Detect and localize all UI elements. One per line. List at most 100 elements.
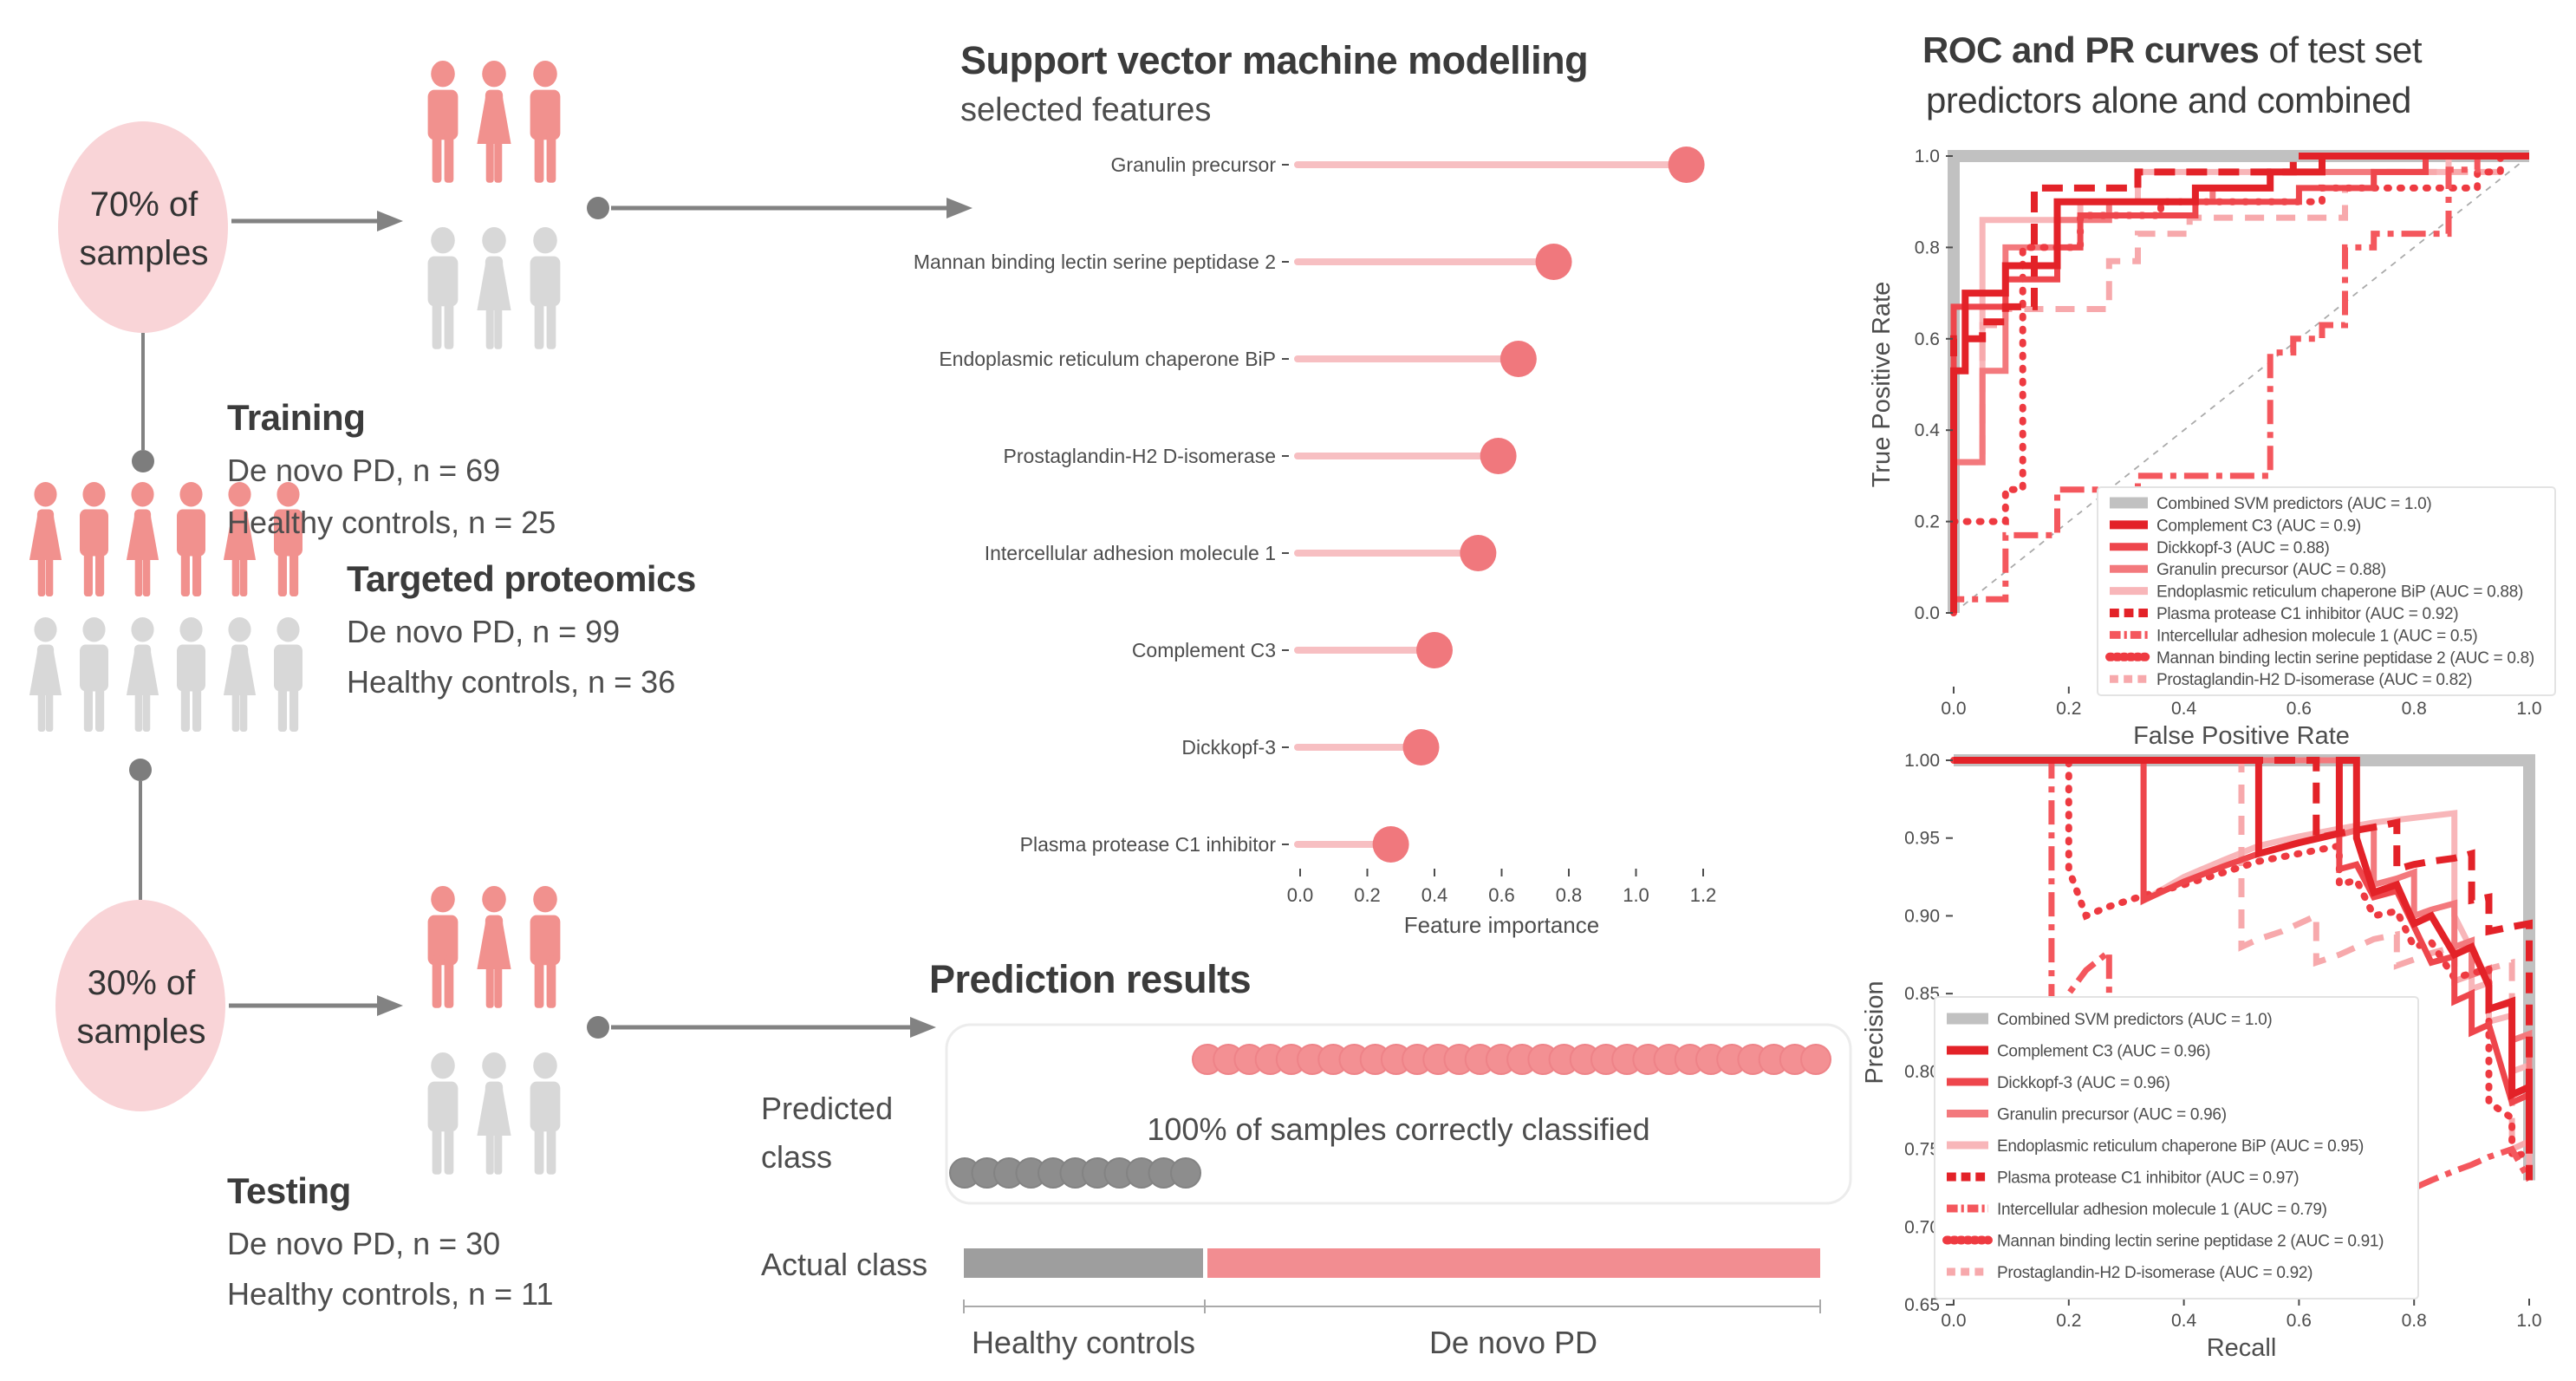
pr-xticklabel: 0.4: [2171, 1311, 2197, 1331]
pr-xticklabel: 0.8: [2402, 1311, 2427, 1331]
actual-bar-hc: [964, 1248, 1203, 1278]
rocpr-title-bold: ROC and PR curves: [1922, 29, 2260, 70]
cohort-gray-3-man-person-icon: [177, 617, 205, 732]
arrow-testing-to-prediction-head-icon: [910, 1017, 936, 1038]
lollipop-axis-ticklabel: 0.2: [1354, 884, 1381, 906]
cohort-pink-1-man-person-icon: [80, 482, 108, 596]
lollipop-axis-ticklabel: 0.0: [1287, 884, 1314, 906]
cohort-pink-4-woman-person-icon: [223, 482, 257, 596]
cohort-gray-4-woman-person-icon: [223, 617, 257, 732]
pr-legend-label-er-chaperone-bip: Endoplasmic reticulum chaperone BiP (AUC…: [1997, 1137, 2364, 1156]
pr-yticklabel: 1.00: [1904, 751, 1940, 771]
pr-curve-er-chaperone-bip: [1954, 757, 2533, 1181]
testing-gray-0-man-person-icon: [427, 1052, 459, 1175]
roc-xticklabel: 0.0: [1941, 699, 1966, 719]
actual-axis-label-pd: De novo PD: [1428, 1325, 1598, 1360]
actual-class-label: Actual class: [761, 1247, 928, 1282]
cohort-pink-2-woman-person-icon: [126, 482, 159, 596]
pr-curve-icam-1: [1954, 757, 2533, 1287]
lollipop-axis-ticklabel: 1.0: [1623, 884, 1649, 906]
cohort-gray-2-woman-person-icon: [126, 617, 159, 732]
pr-curve-masp-2: [1950, 757, 2533, 1162]
testing-gray-2-man-person-icon: [530, 1052, 561, 1175]
split-30-label: 30% of samples: [56, 959, 226, 1056]
training-gray-2-man-person-icon: [530, 227, 561, 349]
pr-legend-label-prostaglandin-h2-d-isomerase: Prostaglandin-H2 D-isomerase (AUC = 0.92…: [1997, 1264, 2313, 1282]
training-gray-0-man-person-icon: [427, 227, 459, 349]
pr-legend-label-complement-c3: Complement C3 (AUC = 0.96): [1997, 1043, 2210, 1061]
pr-xticklabel: 0.2: [2056, 1311, 2081, 1331]
roc-xticklabel: 0.8: [2402, 699, 2427, 719]
pr-curve-complement-c3: [1954, 757, 2533, 1150]
cohort-gray-0-woman-person-icon: [29, 617, 62, 732]
roc-legend-label-granulin-precursor: Granulin precursor (AUC = 0.88): [2156, 561, 2386, 579]
roc-legend-label-masp-2: Mannan binding lectin serine peptidase 2…: [2156, 649, 2534, 668]
pr-curve-prostaglandin-h2-d-isomerase: [1954, 757, 2533, 1181]
predicted-class-label-2: class: [761, 1139, 833, 1175]
lollipop-label-0: Granulin precursor: [1111, 153, 1277, 176]
lollipop-label-7: Plasma protease C1 inhibitor: [1020, 833, 1277, 856]
training-gray-1-woman-person-icon: [477, 227, 511, 349]
pr-curve-dickkopf-3: [1954, 757, 2533, 1150]
roc-legend-label-er-chaperone-bip: Endoplasmic reticulum chaperone BiP (AUC…: [2156, 583, 2523, 602]
training-line-pd: De novo PD, n = 69: [227, 453, 501, 488]
roc-curve-complement-c3: [1950, 153, 2529, 613]
split-70-line2: samples: [79, 234, 209, 272]
training-pink-2-man-person-icon: [530, 61, 561, 183]
rocpr-title-line2: predictors alone and combined: [1926, 80, 2411, 121]
pr-legend-label-granulin-precursor: Granulin precursor (AUC = 0.96): [1997, 1106, 2227, 1124]
lollipop-label-2: Endoplasmic reticulum chaperone BiP: [939, 348, 1276, 370]
arrow-30-to-testing-head-icon: [377, 995, 403, 1016]
pr-xlabel: Recall: [2207, 1334, 2277, 1362]
training-pink-1-woman-person-icon: [477, 61, 511, 183]
actual-bar-pd: [1207, 1248, 1820, 1278]
pr-curve-plasma-protease-c1-inhibitor: [1954, 757, 2533, 1181]
pr-yticklabel: 0.80: [1904, 1062, 1940, 1082]
cohort-gray-1-man-person-icon: [80, 617, 108, 732]
cohort-pink-5-man-person-icon: [274, 482, 302, 596]
roc-plot: [1946, 150, 2533, 694]
cohort-gray-5-man-person-icon: [274, 617, 302, 732]
training-title: Training: [227, 397, 366, 438]
lollipop-axis-label: Feature importance: [1404, 912, 1599, 938]
pr-yticklabel: 0.65: [1904, 1295, 1940, 1315]
pr-plot: [1946, 754, 2535, 1306]
connector-dot-2: [129, 759, 152, 781]
lollipop-label-1: Mannan binding lectin serine peptidase 2: [914, 251, 1276, 273]
cohort-line-pd: De novo PD, n = 99: [347, 614, 621, 649]
roc-legend-label-plasma-protease-c1-inhibitor: Plasma protease C1 inhibitor (AUC = 0.92…: [2156, 605, 2458, 623]
testing-title: Testing: [227, 1170, 351, 1211]
split-30-line1: 30% of: [87, 964, 196, 1002]
split-70-label: 70% of samples: [59, 180, 229, 277]
connector-dot-training: [587, 197, 609, 219]
split-70-line1: 70% of: [89, 186, 198, 224]
pr-yticklabel: 0.90: [1904, 906, 1940, 926]
lollipop-axis-ticklabel: 0.8: [1556, 884, 1583, 906]
pr-legend: [1934, 996, 2419, 1300]
testing-line-pd: De novo PD, n = 30: [227, 1226, 501, 1261]
lollipop-dot-7: [1372, 826, 1409, 863]
lollipop-dot-5: [1416, 632, 1453, 668]
lollipop-axis-ticklabel: 0.6: [1488, 884, 1515, 906]
split-30-line2: samples: [76, 1013, 206, 1051]
testing-pink-1-woman-person-icon: [477, 886, 511, 1008]
lollipop-label-5: Complement C3: [1132, 639, 1276, 661]
roc-ylabel: True Positive Rate: [1868, 282, 1896, 487]
actual-axis-label-hc: Healthy controls: [971, 1325, 1196, 1360]
roc-yticklabel: 0.2: [1915, 512, 1940, 532]
roc-legend-label-prostaglandin-h2-d-isomerase: Prostaglandin-H2 D-isomerase (AUC = 0.82…: [2156, 671, 2472, 689]
roc-xlabel: False Positive Rate: [2133, 722, 2350, 750]
lollipop-label-4: Intercellular adhesion molecule 1: [985, 542, 1276, 564]
prediction-message: 100% of samples correctly classified: [1147, 1111, 1650, 1147]
lollipop-label-3: Prostaglandin-H2 D-isomerase: [1004, 445, 1276, 467]
roc-xticklabel: 0.4: [2171, 699, 2197, 719]
training-pink-0-man-person-icon: [427, 61, 459, 183]
predicted-pd-dot: [1800, 1044, 1831, 1075]
cohort-pink-3-man-person-icon: [177, 482, 205, 596]
split-70-circle: [58, 121, 228, 333]
roc-legend: [2097, 486, 2556, 696]
pr-yticklabel: 0.75: [1904, 1140, 1940, 1160]
pr-legend-label-dickkopf-3: Dickkopf-3 (AUC = 0.96): [1997, 1074, 2170, 1092]
